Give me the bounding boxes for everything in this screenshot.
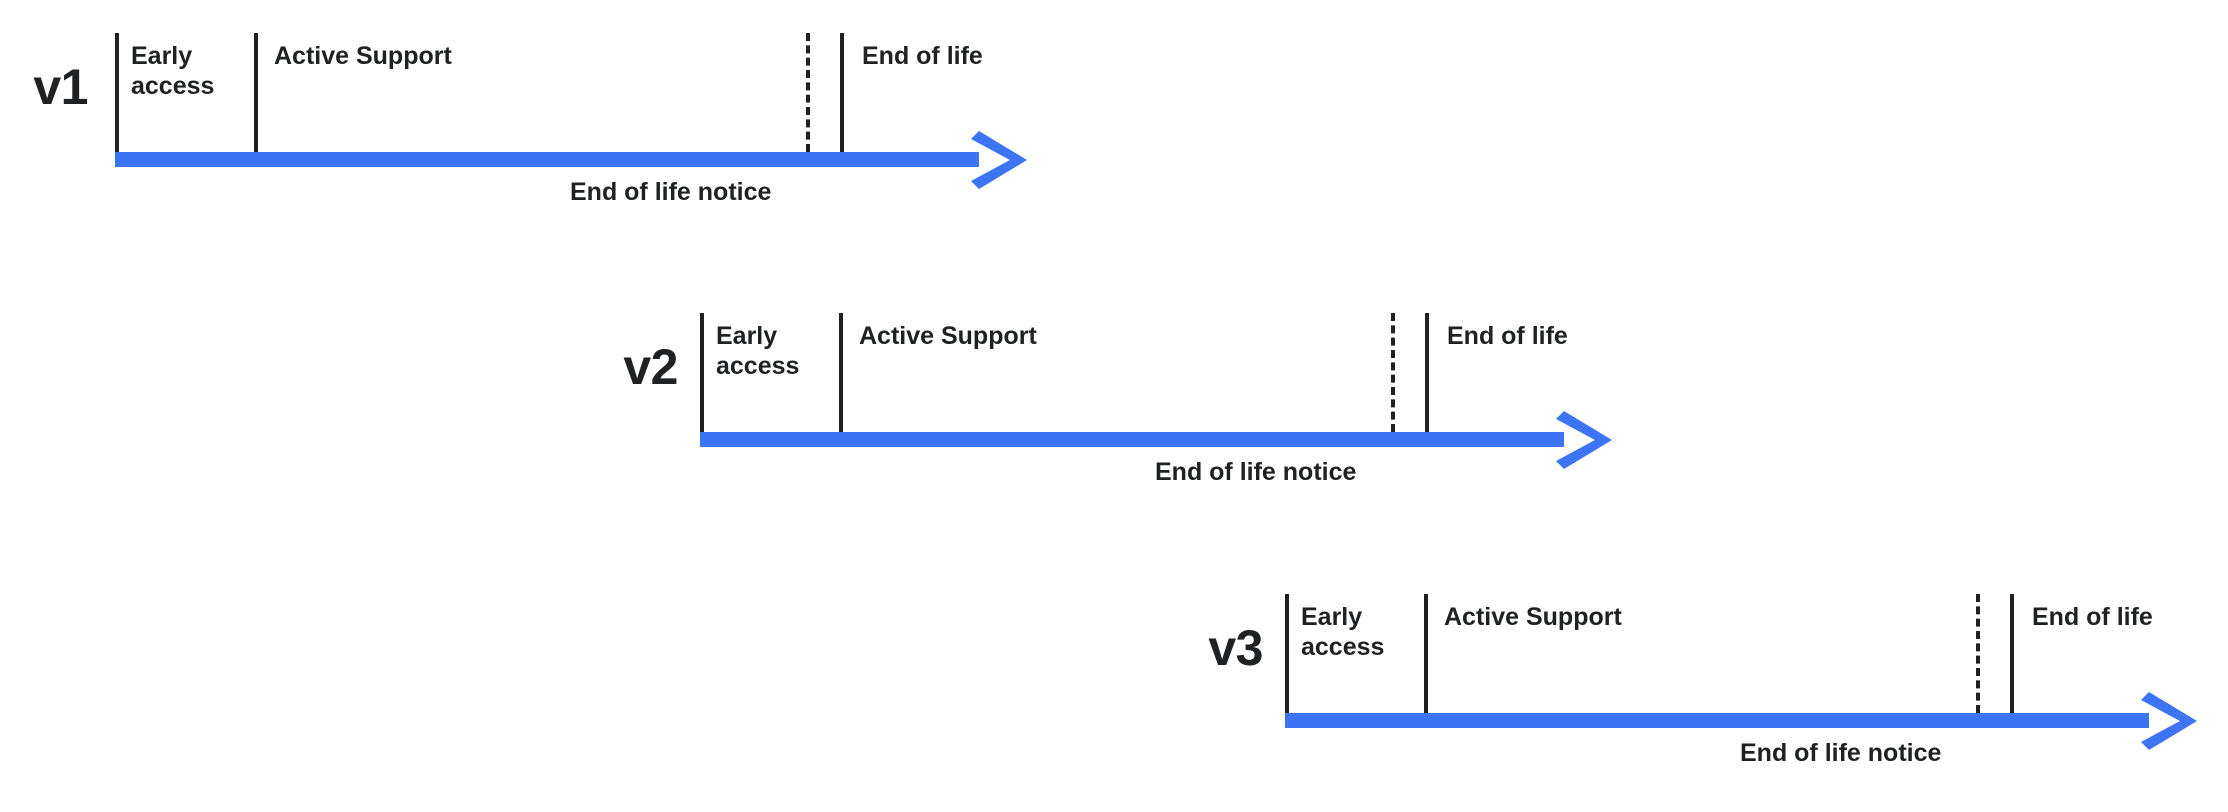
phase-label-active-support: Active Support xyxy=(274,42,452,70)
phase-divider-early-access-start xyxy=(700,313,704,432)
end-of-life-notice-marker-icon xyxy=(1391,313,1395,432)
end-of-life-notice-marker-icon xyxy=(1976,594,1980,713)
phase-label-end-of-life: End of life xyxy=(862,42,983,70)
timeline-arrow-bar xyxy=(700,432,1564,447)
version-label-v1: v1 xyxy=(33,59,88,115)
phase-divider-end-of-life-start xyxy=(2010,594,2014,713)
phase-label-active-support: Active Support xyxy=(1444,603,1622,631)
phase-label-end-of-life: End of life xyxy=(2032,603,2153,631)
timeline-arrow-bar xyxy=(1285,713,2149,728)
phase-label-early-access: Early access xyxy=(131,42,215,100)
phase-divider-end-of-life-start xyxy=(1425,313,1429,432)
phase-label-early-access: Early access xyxy=(1301,603,1385,661)
phase-label-early-access: Early access xyxy=(716,322,800,380)
phase-label-active-support: Active Support xyxy=(859,322,1037,350)
version-label-v2: v2 xyxy=(623,339,678,395)
phase-divider-end-of-life-start xyxy=(840,33,844,152)
phase-divider-active-support-start xyxy=(254,33,258,152)
timeline-arrow-bar xyxy=(115,152,979,167)
phase-label-end-of-life: End of life xyxy=(1447,322,1568,350)
arrow-head-icon xyxy=(2141,692,2197,750)
end-of-life-notice-label: End of life notice xyxy=(570,178,772,206)
phase-divider-active-support-start xyxy=(839,313,843,432)
version-label-v3: v3 xyxy=(1208,620,1263,676)
end-of-life-notice-label: End of life notice xyxy=(1740,739,1942,767)
end-of-life-notice-marker-icon xyxy=(806,33,810,152)
phase-divider-early-access-start xyxy=(1285,594,1289,713)
phase-divider-active-support-start xyxy=(1424,594,1428,713)
end-of-life-notice-label: End of life notice xyxy=(1155,458,1357,486)
arrow-head-icon xyxy=(1556,411,1612,469)
phase-divider-early-access-start xyxy=(115,33,119,152)
arrow-head-icon xyxy=(971,131,1027,189)
